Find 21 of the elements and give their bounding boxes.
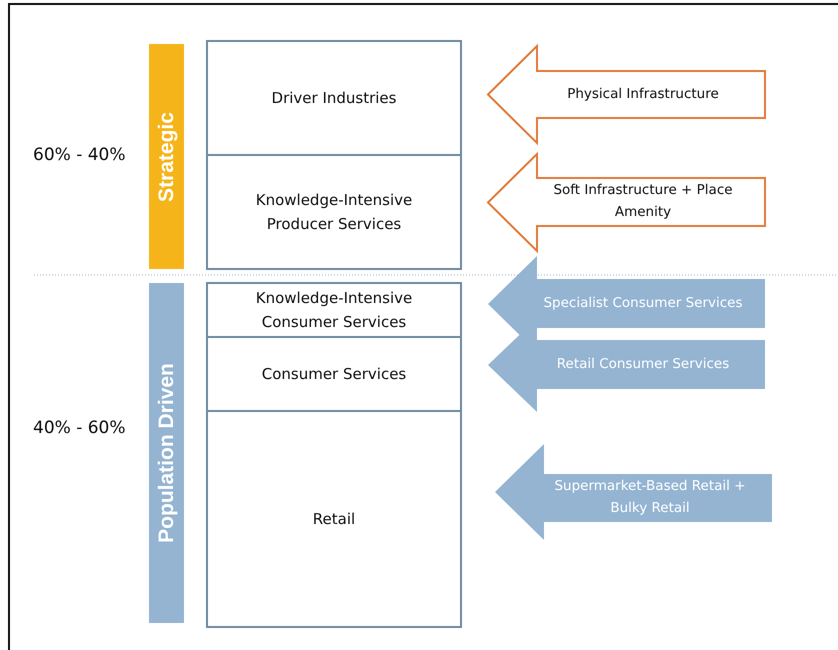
category-label: Consumer Services — [260, 364, 408, 385]
category-box — [206, 410, 462, 628]
category-band — [149, 44, 184, 269]
category-box — [206, 282, 462, 338]
category-box — [206, 336, 462, 412]
banner-label: Physical Infrastructure — [566, 84, 720, 104]
category-label: Retail — [312, 509, 356, 530]
banner-label: Supermarket-Based Retail + Bulky Retail — [553, 477, 747, 518]
banner-label: Soft Infrastructure + Place Amenity — [552, 181, 734, 222]
share-label: 40% - 60% — [33, 418, 126, 438]
category-band — [149, 283, 184, 623]
category-label: Knowledge-Intensive Consumer Services — [254, 288, 414, 333]
category-label: Knowledge-Intensive Producer Services — [254, 190, 414, 235]
category-box — [206, 154, 462, 270]
banner-label: Retail Consumer Services — [556, 354, 730, 374]
band-label: Strategic — [154, 112, 178, 202]
banner-label: Specialist Consumer Services — [542, 294, 744, 313]
category-label: Driver Industries — [270, 88, 398, 109]
share-label: 60% - 40% — [33, 145, 126, 165]
category-box — [206, 40, 462, 156]
band-label: Population Driven — [154, 363, 178, 543]
